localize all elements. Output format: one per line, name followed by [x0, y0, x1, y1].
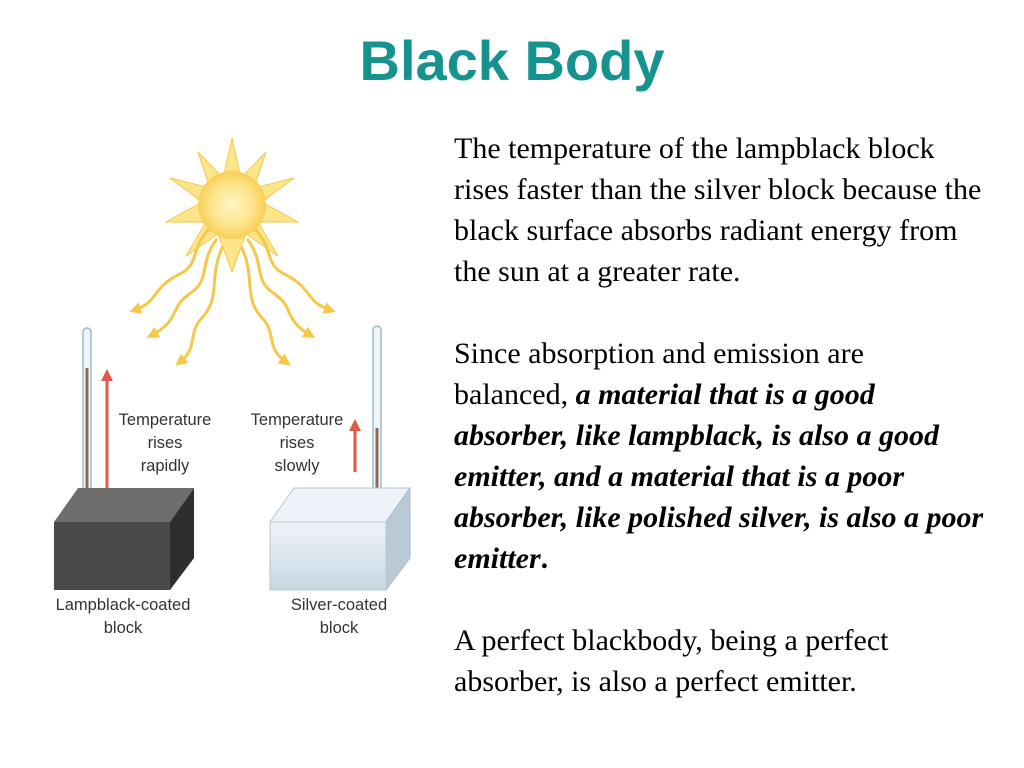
- sunlight-rays: [129, 228, 336, 366]
- right-label-line1: Temperature: [251, 411, 344, 429]
- silver-caption-line2: block: [320, 619, 359, 637]
- paragraph-perfect-blackbody: A perfect blackbody, being a perfect abs…: [454, 624, 889, 698]
- sun-icon: [164, 137, 300, 274]
- lampblack-caption-line2: block: [104, 619, 143, 637]
- right-label-line2: rises: [280, 434, 315, 452]
- p2-end: .: [540, 542, 549, 575]
- right-label-line3: slowly: [275, 457, 321, 475]
- left-thermometer: [82, 327, 92, 504]
- silver-caption-line1: Silver-coated: [291, 596, 387, 614]
- paragraph-absorption-emission: Since absorption and emission are balanc…: [454, 333, 984, 579]
- p2-start: Since absorption and emission are balanc…: [454, 337, 864, 411]
- explanation-text: The temperature of the lampblack block r…: [454, 128, 984, 702]
- lampblack-block: [54, 488, 194, 590]
- p2-emphasis: a material that is a good absorber, like…: [454, 378, 984, 575]
- lampblack-caption-line1: Lampblack-coated: [56, 596, 191, 614]
- silver-block: [269, 486, 411, 592]
- left-label-line2: rises: [148, 434, 183, 452]
- right-thermometer: [372, 325, 382, 505]
- slide-title: Black Body: [359, 29, 665, 92]
- left-label-line3: rapidly: [141, 457, 190, 475]
- left-label-line1: Temperature: [119, 411, 212, 429]
- blackbody-diagram: Temperature rises rapidly Temperature ri…: [54, 137, 411, 637]
- paragraph-absorption-rate: The temperature of the lampblack block r…: [454, 132, 982, 288]
